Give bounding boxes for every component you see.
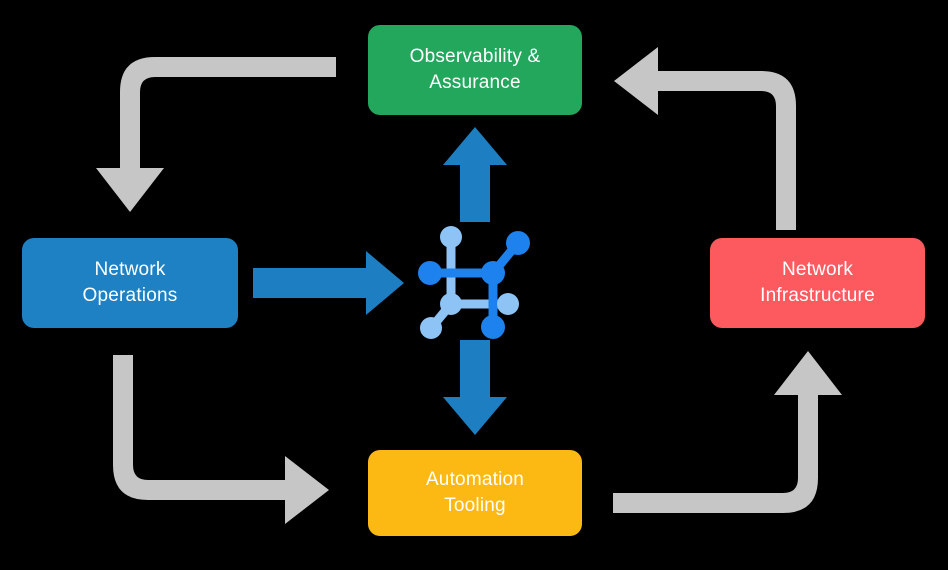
node-label-automation-tooling: Automation Tooling	[425, 469, 525, 516]
blue-arrow-center-to-observability	[443, 127, 507, 222]
gray-arrow-operations-to-automation	[113, 355, 329, 524]
topology-node-dark-center	[481, 261, 505, 285]
topology-node-dark-left	[418, 261, 442, 285]
gray-arrow-infrastructure-to-observability	[614, 47, 796, 230]
node-box-observability[interactable]: Observability & Assurance	[368, 25, 582, 115]
node-label-network-infrastructure: Network Infrastructure	[760, 259, 875, 306]
topology-node-light-bottomleft	[420, 317, 442, 339]
topology-node-dark-bottom	[481, 315, 505, 339]
node-box-network-infrastructure[interactable]: Network Infrastructure	[710, 238, 925, 328]
node-box-automation-tooling[interactable]: Automation Tooling	[368, 450, 582, 536]
node-label-observability: Observability & Assurance	[409, 46, 541, 93]
node-box-network-operations[interactable]: Network Operations	[22, 238, 238, 328]
blue-arrow-operations-to-center	[253, 251, 404, 315]
blue-arrow-center-to-automation	[443, 340, 507, 435]
node-label-network-operations: Network Operations	[82, 259, 178, 306]
gray-arrow-observability-to-operations	[96, 57, 336, 212]
gray-arrow-automation-to-infrastructure	[613, 351, 842, 513]
topology-node-light-mid	[440, 293, 462, 315]
topology-node-light-right	[497, 293, 519, 315]
topology-node-dark-topright	[506, 231, 530, 255]
network-topology-icon	[418, 226, 530, 339]
topology-node-light-top	[440, 226, 462, 248]
